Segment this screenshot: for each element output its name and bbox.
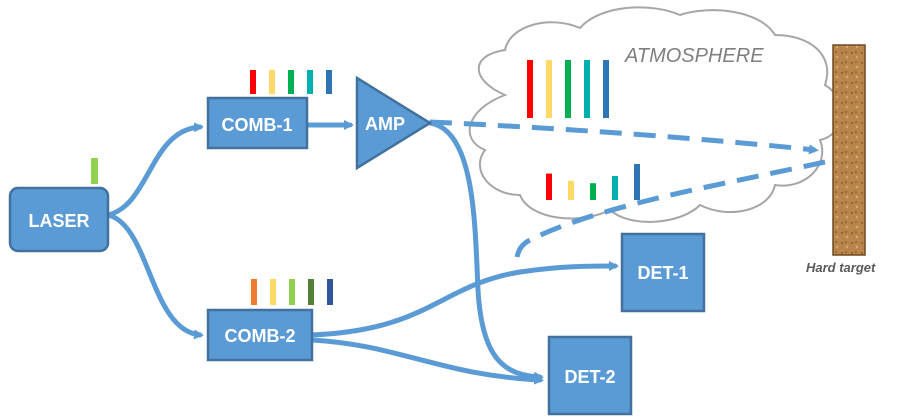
amp-triangle (355, 75, 433, 171)
det2-label: DET-2 (564, 367, 615, 387)
atmosphere-label: ATMOSPHERE (624, 45, 764, 67)
returned-spectrum (546, 164, 640, 200)
laser-line (91, 158, 98, 184)
incident-line-4 (584, 60, 590, 118)
path-laser-to-comb1 (105, 122, 204, 218)
returned-line-4 (612, 176, 618, 200)
det2-block: DET-2 (547, 335, 633, 416)
hard-target-block (832, 44, 866, 256)
returned-line-2 (568, 180, 574, 200)
comb2-line-5 (327, 279, 333, 305)
path-laser-to-comb2 (105, 212, 204, 340)
atmosphere-cloud: ATMOSPHERE (468, 6, 843, 223)
incident-line-3 (565, 60, 571, 118)
laser-box (8, 186, 110, 253)
comb1-line-3 (288, 70, 294, 94)
returned-line-5 (634, 164, 640, 200)
returned-line-1 (546, 173, 552, 200)
comb2-line-3 (289, 279, 295, 305)
det1-label: DET-1 (637, 263, 688, 283)
comb2-spectrum (251, 279, 333, 305)
det2-box (547, 335, 633, 416)
hard-target-label: Hard target (806, 260, 876, 275)
beam-return (514, 159, 826, 259)
incident-line-5 (603, 60, 609, 118)
laser-label: LASER (28, 211, 89, 231)
beam-outgoing (429, 119, 819, 155)
hard-target: Hard target (806, 44, 876, 275)
path-comb2-to-det1 (309, 261, 619, 338)
comb1-line-5 (326, 70, 332, 94)
comb2-line-4 (308, 279, 314, 305)
comb2-line-1 (251, 279, 257, 305)
comb2-block: COMB-2 (206, 279, 333, 362)
comb1-line-1 (250, 70, 256, 94)
comb2-label: COMB-2 (225, 326, 296, 346)
laser-block: LASER (8, 158, 110, 253)
returned-line-3 (590, 183, 596, 200)
det1-box (620, 232, 706, 313)
amp-label: AMP (365, 114, 405, 134)
comb2-box (206, 308, 314, 362)
comb1-block: COMB-1 (206, 70, 332, 150)
path-comb2-to-det2 (309, 337, 544, 385)
comb1-box (206, 96, 309, 150)
comb2-line-2 (270, 279, 276, 305)
cloud-outline (468, 6, 843, 223)
comb1-line-2 (269, 70, 275, 94)
comb1-spectrum (250, 70, 332, 94)
incident-spectrum (527, 60, 609, 118)
comb1-line-4 (307, 70, 313, 94)
amp-block: AMP (355, 75, 433, 171)
incident-line-2 (546, 60, 552, 118)
incident-line-1 (527, 60, 533, 118)
comb1-label: COMB-1 (222, 115, 293, 135)
det1-block: DET-1 (620, 232, 706, 313)
